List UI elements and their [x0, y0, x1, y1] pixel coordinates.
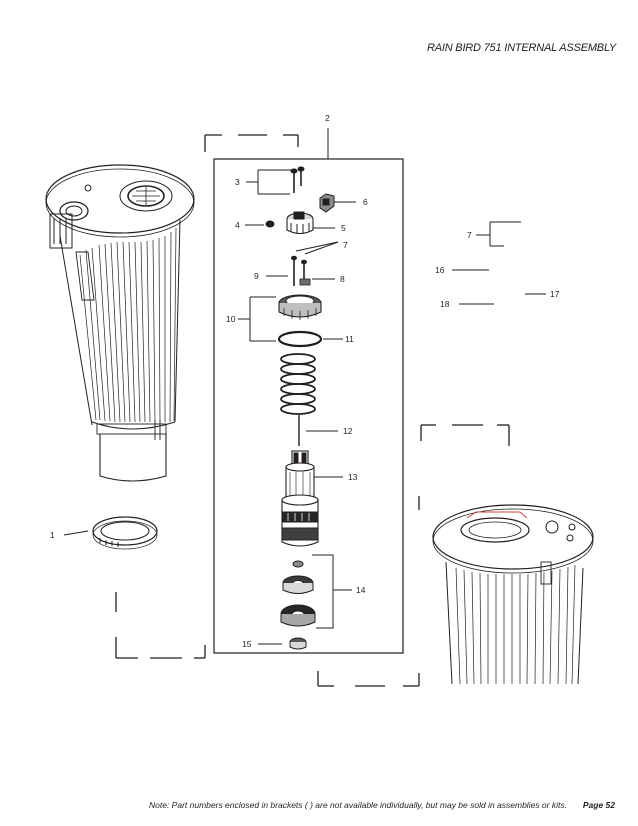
pin-part-9 [291, 255, 297, 286]
callout-17: 17 [550, 289, 560, 299]
right-dashed-bracket [317, 424, 510, 687]
nut-part-4 [265, 220, 275, 228]
left-dashed-bracket [115, 134, 299, 659]
body-housing-illustration [432, 504, 594, 685]
rotor-housing-illustration [45, 164, 195, 482]
o-ring-part-11 [277, 330, 323, 348]
callout-1: 1 [50, 530, 55, 540]
internal-assembly-box [213, 158, 404, 654]
footer-note: Note: Part numbers enclosed in brackets … [149, 800, 567, 810]
leader-1 [63, 530, 89, 536]
gear-parts-14 [280, 560, 316, 627]
callout-13: 13 [348, 472, 358, 482]
bearing-assembly-part-10 [278, 294, 322, 320]
callout-14: 14 [356, 585, 366, 595]
callout-9: 9 [254, 271, 259, 281]
callout-7-right: 7 [467, 230, 472, 240]
bottom-part-15 [289, 637, 307, 650]
callout-11: 11 [345, 334, 354, 344]
page-title: RAIN BIRD 751 INTERNAL ASSEMBLY [426, 42, 616, 54]
callout-7-center: 7 [343, 240, 348, 250]
callout-18: 18 [440, 299, 450, 309]
callout-5: 5 [341, 223, 346, 233]
callout-12: 12 [343, 426, 353, 436]
callout-16: 16 [435, 265, 445, 275]
callout-6: 6 [363, 197, 368, 207]
spring [280, 353, 316, 415]
callout-4: 4 [235, 220, 240, 230]
page-number: Page 52 [582, 800, 615, 810]
callout-2: 2 [325, 113, 330, 123]
callout-15: 15 [242, 639, 252, 649]
screws-part-3 [290, 166, 305, 193]
gear-cap-part-5 [286, 211, 314, 235]
callout-8: 8 [340, 274, 345, 284]
snap-ring-part-1 [92, 516, 158, 550]
riser-part-13 [281, 450, 319, 547]
part-6-component [319, 193, 335, 213]
callout-10: 10 [226, 314, 236, 324]
callout-3: 3 [235, 177, 240, 187]
pin-part-8 [299, 259, 311, 286]
